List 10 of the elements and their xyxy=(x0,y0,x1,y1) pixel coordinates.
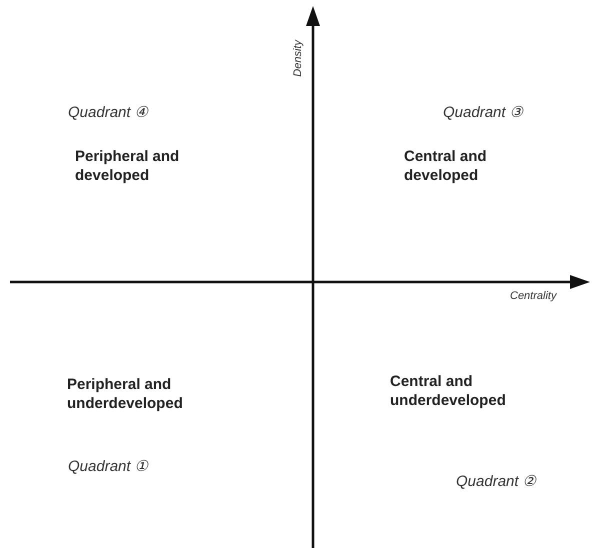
axis-label: Centrality xyxy=(510,290,556,304)
quadrant-number: Quadrant ① xyxy=(68,458,148,477)
quadrant-number: Quadrant ④ xyxy=(68,104,148,123)
quadrant-label: Central and underdeveloped xyxy=(390,373,507,410)
quadrant-label: Peripheral and underdeveloped xyxy=(67,376,184,414)
quadrant-number: Quadrant ③ xyxy=(443,104,523,123)
quadrant-label: Peripheral and developed xyxy=(75,148,180,186)
axis-label: Density xyxy=(292,40,305,77)
quadrant-number: Quadrant ② xyxy=(456,473,536,492)
quadrant-label: Central and developed xyxy=(404,148,488,186)
